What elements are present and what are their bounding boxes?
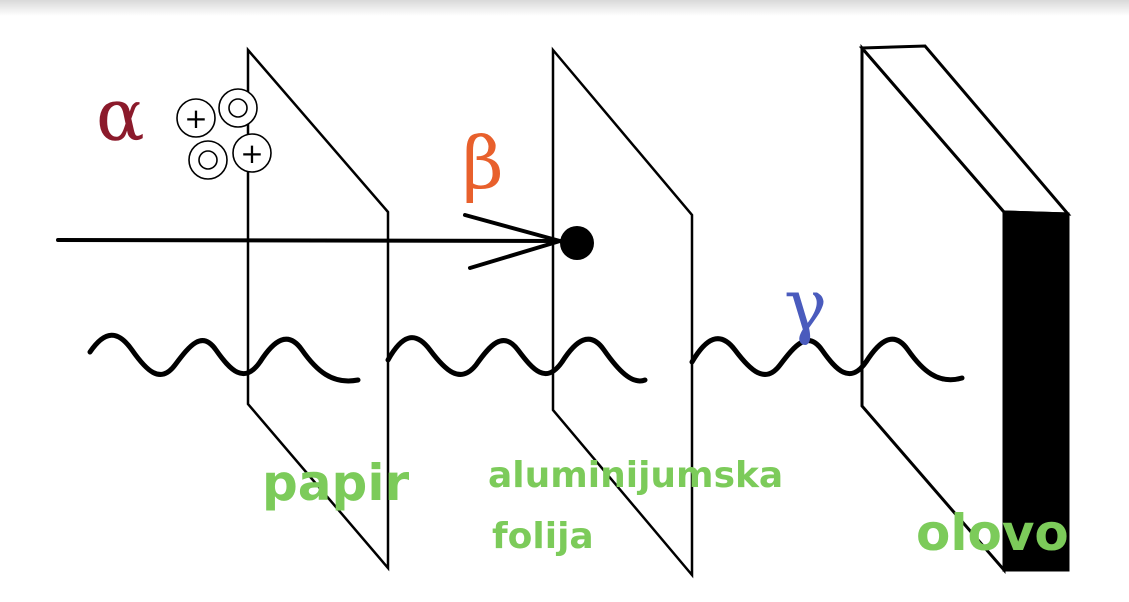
alpha-symbol: α <box>96 73 145 157</box>
proton-top-left <box>176 98 216 138</box>
proton-sign-1: + <box>184 102 207 135</box>
beta-particle-dot <box>560 226 594 260</box>
lead-block-side <box>1002 210 1070 572</box>
foil-label-line2: folija <box>492 516 594 557</box>
beta-ray-arrow-head <box>463 213 562 270</box>
gamma-wave <box>87 332 965 384</box>
top-shadow-bar <box>0 0 1129 16</box>
aluminium-foil-sheet <box>551 46 694 579</box>
beta-ray-arrow-line <box>56 238 562 243</box>
lead-label: olovo <box>916 504 1069 562</box>
neutron-bottom-left-inner <box>198 150 218 170</box>
neutron-top-right-inner <box>228 98 248 118</box>
foil-label-line1: aluminijumska <box>488 455 783 496</box>
proton-sign-2: + <box>240 137 263 170</box>
paper-sheet <box>246 46 390 572</box>
paper-label: papir <box>262 454 409 512</box>
beta-symbol: β <box>462 121 504 205</box>
gamma-symbol: γ <box>784 263 827 347</box>
alpha-particle <box>176 88 272 180</box>
proton-bottom-right <box>232 133 272 173</box>
